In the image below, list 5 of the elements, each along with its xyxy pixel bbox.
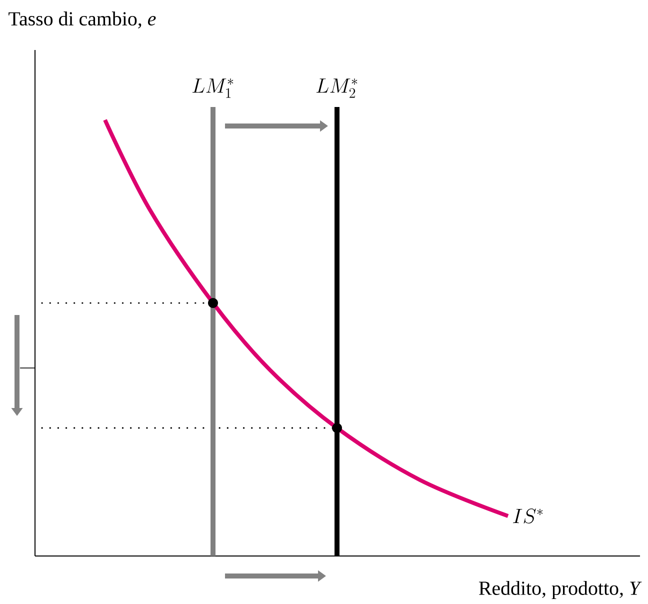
axis-label: Reddito, prodotto, Y (479, 580, 642, 599)
curve-label: $IS^{*}$ (513, 508, 543, 524)
curve-label: $LM^{*}_{2}$ (316, 78, 358, 98)
axis-label: Tasso di cambio, e (8, 12, 156, 28)
curve-label: $LM^{*}_{1}$ (192, 78, 234, 98)
